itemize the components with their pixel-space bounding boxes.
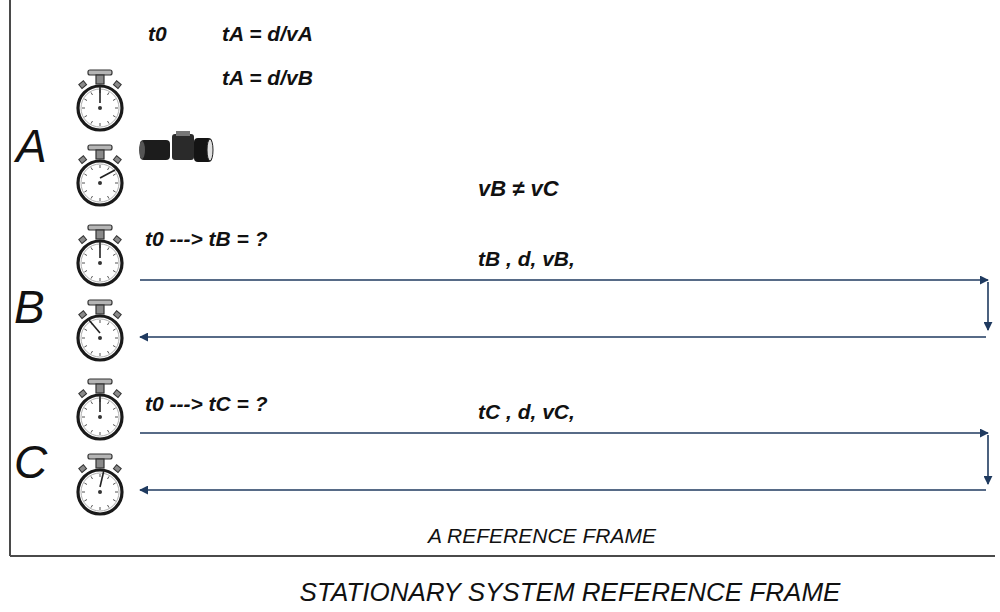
light-path-arrow xyxy=(140,280,988,337)
stopwatch xyxy=(78,70,122,130)
observer-letter: A xyxy=(16,120,47,173)
path-parameters: tB , d, vB, xyxy=(478,247,575,271)
stopwatch xyxy=(78,145,122,205)
binoculars-icon xyxy=(139,131,213,162)
velocity-relation: vB ≠ vC xyxy=(478,176,559,201)
time-question: t0 ---> tB = ? xyxy=(145,227,268,251)
reference-frame xyxy=(10,0,995,556)
time-formula: tA = d/vB xyxy=(222,66,313,90)
stopwatch xyxy=(78,225,122,285)
observer-letter: C xyxy=(14,436,47,489)
time-symbol: t0 xyxy=(148,22,167,46)
path-parameters: tC , d, vC, xyxy=(478,400,575,424)
frame-label: A REFERENCE FRAME xyxy=(428,524,656,548)
time-question: t0 ---> tC = ? xyxy=(145,392,268,416)
observer-letter: B xyxy=(14,281,45,334)
figure-caption: STATIONARY SYSTEM REFERENCE FRAME xyxy=(300,578,841,608)
stopwatch xyxy=(78,379,122,439)
light-path-arrow xyxy=(140,433,988,490)
stopwatch xyxy=(78,454,122,514)
stopwatch xyxy=(78,300,122,360)
time-formula: tA = d/vA xyxy=(222,22,313,46)
